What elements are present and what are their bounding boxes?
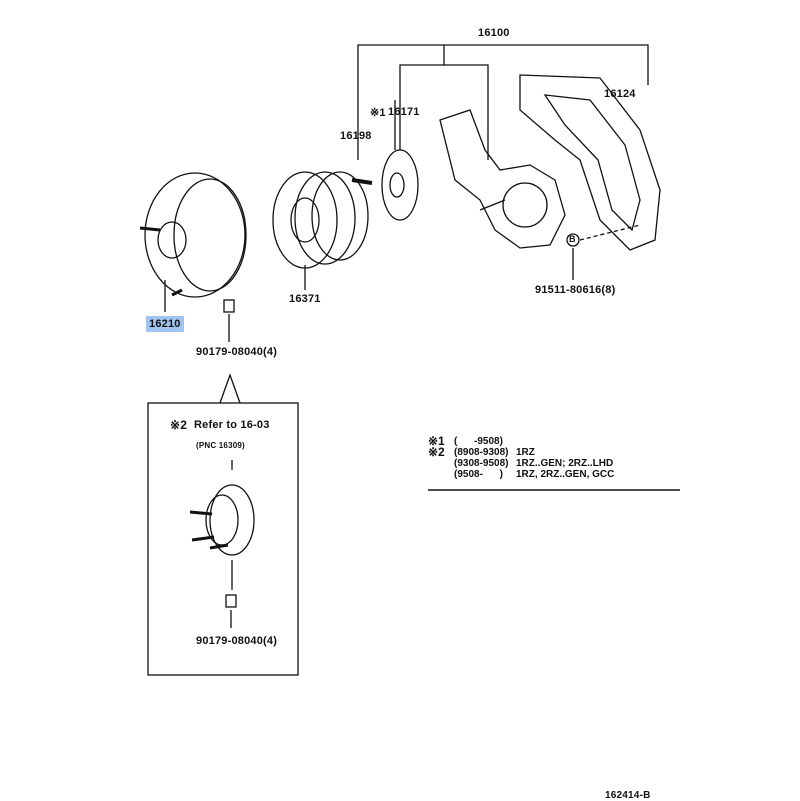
- assembly-bracket: [357, 44, 649, 160]
- inset-box: [147, 402, 299, 676]
- inset-title-mark: ※2: [170, 418, 188, 432]
- label-fan-clutch[interactable]: 16210: [146, 316, 184, 332]
- inset-pnc: (PNC 16309): [196, 441, 245, 450]
- note-row: (9308-9508) 1RZ..GEN; 2RZ..LHD: [428, 458, 614, 469]
- bolt-marker: B: [569, 234, 576, 244]
- label-nut[interactable]: 90179-08040(4): [196, 346, 278, 358]
- label-gasket[interactable]: 16124: [604, 88, 636, 100]
- note-range: (9308-9508): [454, 458, 509, 469]
- water-pump-drawing: [439, 109, 566, 249]
- inset-label-nut[interactable]: 90179-08040(4): [196, 635, 278, 647]
- note-range: ( -9508): [454, 436, 503, 447]
- note-row: (9508- ) 1RZ, 2RZ..GEN, GCC: [428, 469, 614, 480]
- gasket-drawing: [519, 74, 661, 251]
- label-pulley[interactable]: 16371: [289, 293, 321, 305]
- inset-hub-drawing: [189, 484, 255, 556]
- note-desc: 1RZ, 2RZ..GEN, GCC: [516, 469, 615, 480]
- note-mark: ※1: [428, 434, 445, 448]
- nut-drawing: [223, 299, 235, 313]
- applicability-notes: ※1 ( -9508) ※2 (8908-9308) 1RZ (9308-9508) 1…: [428, 434, 614, 480]
- fan-clutch-drawing: [139, 172, 247, 298]
- label-hub-note: ※1: [370, 107, 386, 119]
- label-stud[interactable]: 16198: [340, 130, 372, 142]
- pulley-drawing: [272, 171, 369, 269]
- diagram-id: 162414-B: [605, 790, 651, 801]
- note-mark: [428, 458, 454, 469]
- label-bolt[interactable]: 91511-80616(8): [535, 284, 616, 296]
- label-hub[interactable]: 16171: [388, 106, 420, 118]
- note-mark: [428, 469, 454, 480]
- note-desc: 1RZ: [516, 447, 535, 458]
- note-range: (9508- ): [454, 469, 503, 480]
- note-desc: 1RZ..GEN; 2RZ..LHD: [516, 458, 614, 469]
- note-row: ※1 ( -9508): [428, 434, 614, 448]
- note-row: ※2 (8908-9308) 1RZ: [428, 445, 614, 459]
- note-range: (8908-9308): [454, 447, 509, 458]
- note-mark: ※2: [428, 445, 445, 459]
- inset-title[interactable]: Refer to 16-03: [194, 419, 270, 431]
- bolt-marker-circle: [566, 233, 580, 247]
- hub-drawing: [381, 149, 419, 221]
- label-assembly[interactable]: 16100: [478, 27, 510, 39]
